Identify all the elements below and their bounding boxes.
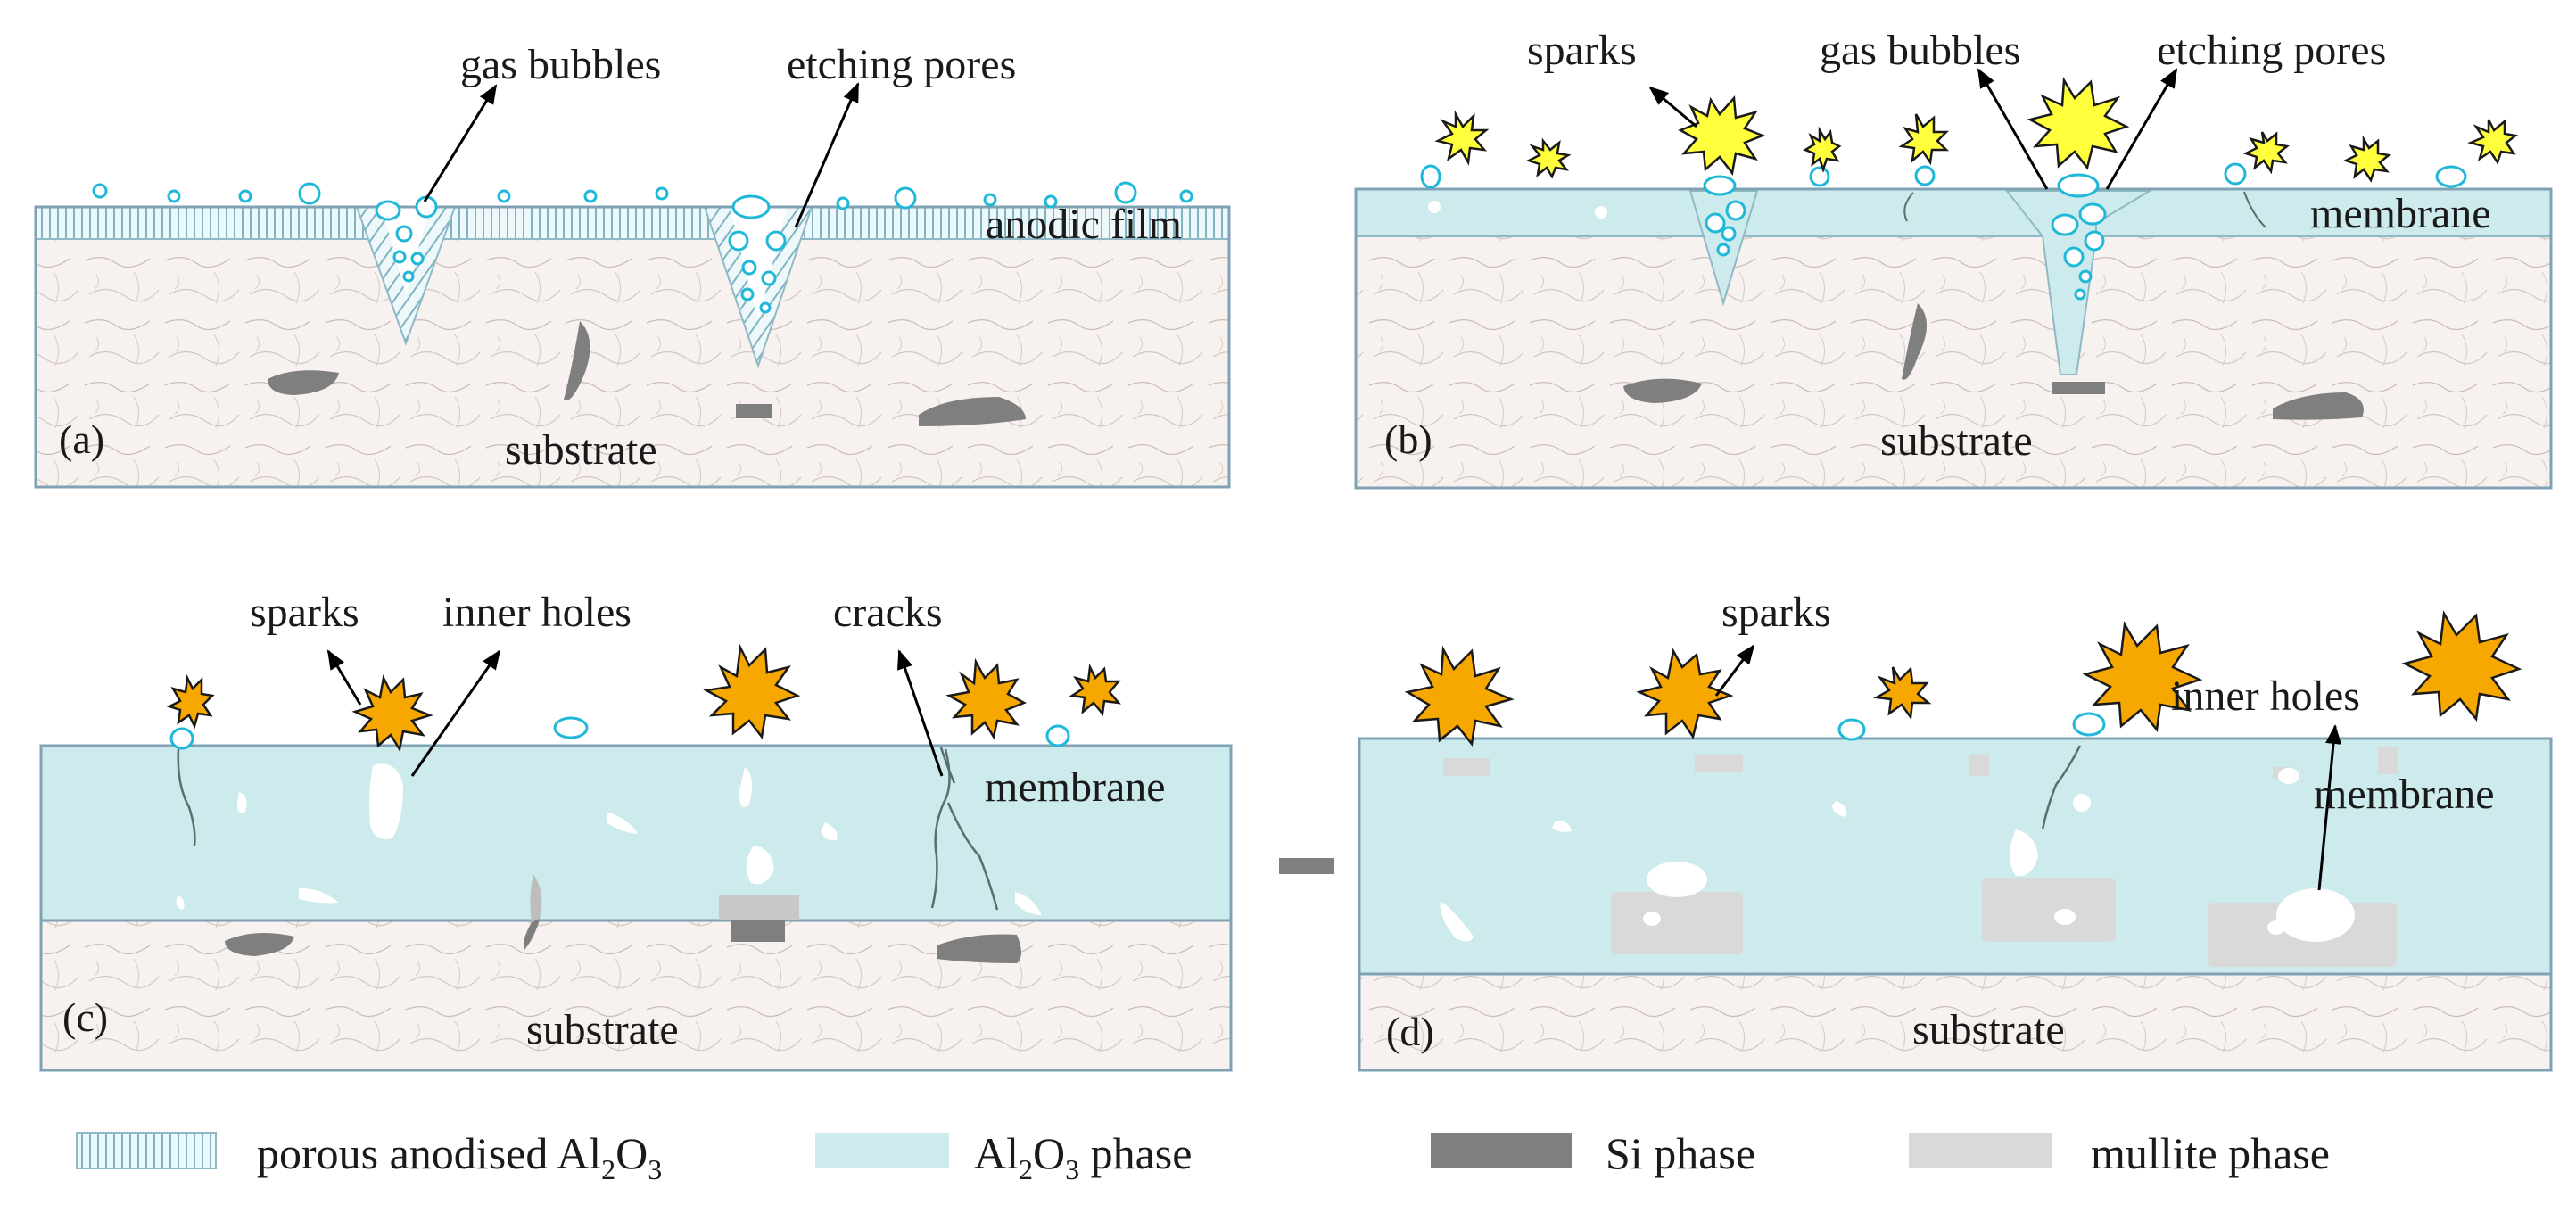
si-phase [919, 397, 1026, 426]
substrate-label: substrate [1880, 417, 2033, 465]
cracks [177, 747, 999, 911]
si-phase [1902, 303, 1927, 380]
membrane-label: membrane [985, 763, 1166, 811]
substrate-label: substrate [1912, 1006, 2065, 1053]
mullite-phase [530, 874, 542, 922]
inner-holes [176, 763, 1042, 915]
bubbles [1837, 712, 2106, 741]
panel-d: sparks inner holes membrane substrate (d… [1358, 589, 2553, 1072]
inner-holes-label: inner holes [2171, 673, 2360, 720]
frame [1354, 187, 2553, 490]
si-phase [1623, 378, 1702, 403]
frame [34, 205, 1231, 489]
etching-pores-label: etching pores [787, 41, 1016, 88]
substrate-label: substrate [526, 1006, 679, 1053]
panel-c: sparks inner holes cracks membrane subst… [39, 589, 1233, 1072]
inner-holes [1440, 768, 2355, 942]
arrow [794, 82, 860, 228]
cracks-label: cracks [833, 589, 943, 636]
legend-swatch-mullite [1909, 1133, 2052, 1168]
legend-si-text: Si phase [1606, 1128, 1755, 1178]
etching-pore [2004, 190, 2153, 375]
svg-text:porous anodised Al2O3: porous anodised Al2O3 [257, 1128, 662, 1185]
substrate [1356, 236, 2551, 488]
anodic-film-layer [35, 206, 1230, 240]
si-phase [731, 920, 785, 942]
si-phase [2052, 382, 2105, 394]
sparks [1434, 76, 2518, 183]
legend-item-mullite: mullite phase [1909, 1128, 2330, 1178]
bubbles [169, 716, 1070, 750]
sparks-label: sparks [1721, 589, 1831, 636]
panel-letter: (c) [62, 994, 108, 1040]
legend-swatch-si [1431, 1133, 1572, 1168]
legend-mullite-text: mullite phase [2091, 1128, 2330, 1178]
panel-letter: (b) [1384, 417, 1432, 462]
frame [1358, 737, 2553, 1072]
legend: porous anodised Al2O3 Al2O3 phase Si pha… [76, 1128, 2330, 1185]
substrate [36, 239, 1229, 487]
sparks [166, 643, 1121, 753]
bubbles [92, 181, 1193, 314]
legend-porous-text: porous anodised Al [257, 1128, 601, 1178]
si-phase [268, 370, 339, 395]
sparks-label: sparks [250, 589, 359, 636]
panel-letter: (a) [59, 417, 104, 462]
si-phase [524, 919, 540, 950]
si-phase [564, 321, 590, 401]
legend-swatch-porous [76, 1132, 217, 1169]
legend-item-porous: porous anodised Al2O3 [76, 1128, 662, 1185]
si-phase [1279, 858, 1334, 874]
substrate-label: substrate [505, 426, 657, 474]
gas-bubbles-label: gas bubbles [1820, 27, 2020, 74]
gas-bubbles-label: gas bubbles [460, 41, 661, 88]
legend-item-si: Si phase [1431, 1128, 1755, 1178]
frame [39, 744, 1233, 1072]
svg-text:Al2O3 phase: Al2O3 phase [974, 1128, 1192, 1185]
si-phase [937, 934, 1021, 963]
panel-b: sparks gas bubbles etching pores membran… [1354, 27, 2553, 490]
panel-letter: (d) [1386, 1009, 1434, 1054]
legend-swatch-al2o3 [815, 1133, 949, 1168]
inner-holes-label: inner holes [442, 589, 632, 636]
mullite-phase [719, 895, 799, 920]
etching-pores-label: etching pores [2157, 27, 2386, 74]
substrate [1359, 974, 2551, 1070]
anodic-film-label: anodic film [986, 201, 1182, 248]
membrane-label: membrane [2310, 190, 2491, 237]
si-phase [225, 933, 294, 956]
sparks-label: sparks [1527, 27, 1637, 74]
bubbles [1420, 162, 2467, 301]
panel-a: gas bubbles etching pores anodic film su… [34, 41, 1231, 489]
legend-al2o3-text: Al [974, 1128, 1019, 1178]
arrow [423, 84, 498, 202]
membrane-label: membrane [2314, 771, 2495, 818]
si-phase [736, 404, 772, 418]
legend-item-al2o3: Al2O3 phase [815, 1128, 1192, 1185]
sparks [1404, 610, 2522, 747]
si-phase [2273, 392, 2364, 420]
